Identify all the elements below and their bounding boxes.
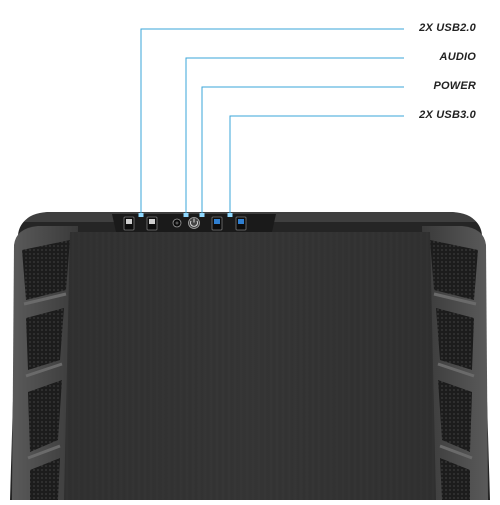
- callout-label-audio: AUDIO: [439, 51, 476, 63]
- callout-lines: [140, 28, 404, 217]
- left-side-vent: [12, 226, 78, 500]
- audio-jack: [172, 218, 182, 228]
- usb2-ports: [123, 216, 158, 231]
- usb3-callout-line: [229, 115, 404, 217]
- front-panel: [64, 232, 436, 500]
- callout-markers: [138, 213, 233, 217]
- callout-label-usb2: 2X USB2.0: [419, 22, 476, 34]
- io-bar: [112, 214, 276, 232]
- usb3-ports: [211, 216, 247, 231]
- power-button: [188, 217, 200, 229]
- usb2-callout-line: [140, 28, 404, 217]
- callout-label-usb3: 2X USB3.0: [419, 109, 476, 121]
- right-side-vent: [422, 226, 488, 500]
- power-callout-line: [201, 86, 404, 217]
- callout-label-power: POWER: [433, 80, 476, 92]
- audio-callout-line: [185, 57, 404, 217]
